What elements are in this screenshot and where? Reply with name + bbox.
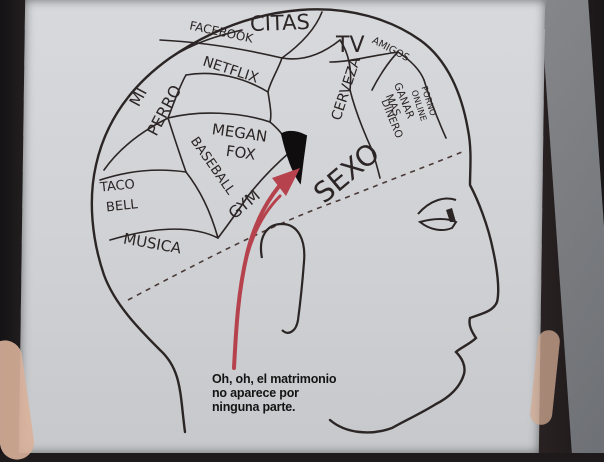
caption-line-2: no aparece por <box>212 386 392 400</box>
label-mi-perro-1: MI <box>125 84 150 109</box>
label-cerveza: CERVEZA <box>329 55 364 122</box>
label-megan-1: MEGAN <box>211 120 268 146</box>
ear <box>261 224 304 333</box>
label-musica: MUSICA <box>122 230 184 258</box>
caption-line-3: ninguna parte. <box>212 400 392 414</box>
caption: Oh, oh, el matrimonio no aparece por nin… <box>212 372 392 414</box>
head-outline <box>92 9 498 432</box>
label-megan-2: FOX <box>225 142 257 164</box>
label-tv: TV <box>335 33 365 58</box>
label-taco-bell-2: BELL <box>105 197 139 215</box>
label-taco-bell-1: TACO <box>98 177 135 196</box>
label-citas: CITAS <box>250 10 311 36</box>
caption-line-1: Oh, oh, el matrimonio <box>212 372 392 386</box>
label-netflix: NETFLIX <box>201 54 261 87</box>
label-sexo: SEXO <box>307 136 386 209</box>
label-mi-perro-2: PERRO <box>143 82 185 139</box>
